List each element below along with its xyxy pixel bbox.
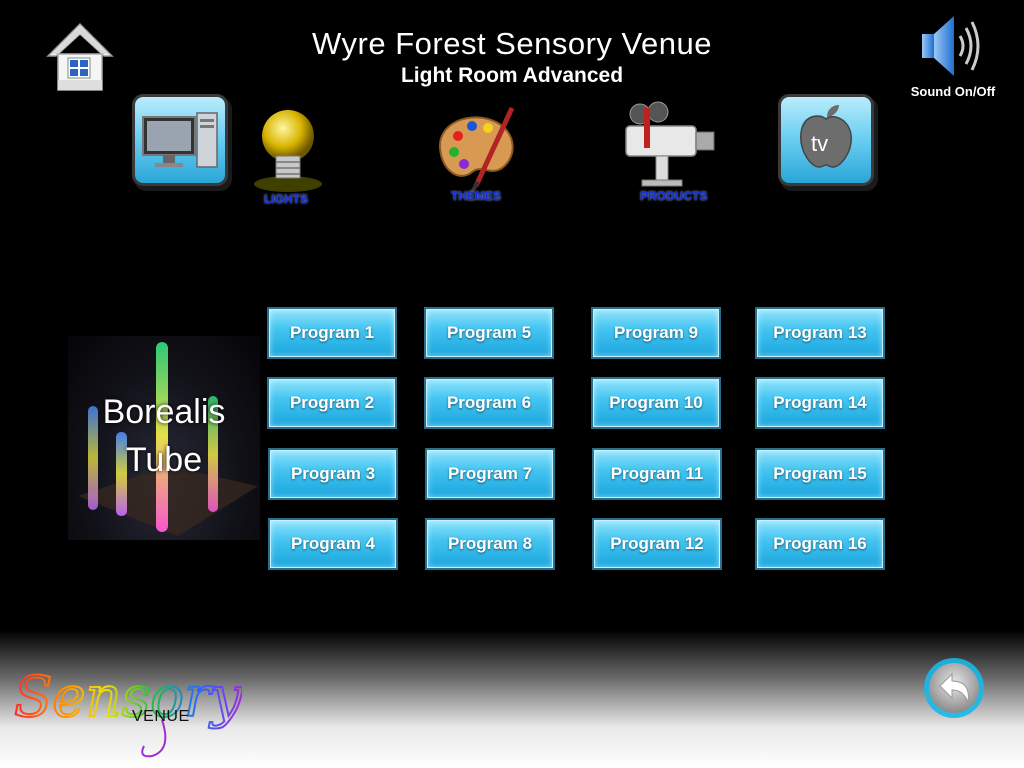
page-subtitle: Light Room Advanced — [400, 64, 624, 87]
home-icon — [46, 22, 114, 91]
program-11-button[interactable]: Program 11 — [594, 450, 720, 498]
products-button[interactable]: PRODUCTS — [618, 100, 722, 206]
logo-venue-text: VENUE — [132, 708, 190, 725]
program-3-button[interactable]: Program 3 — [270, 450, 396, 498]
program-6-button[interactable]: Program 6 — [426, 379, 552, 427]
computer-button[interactable] — [135, 97, 225, 183]
program-8-button[interactable]: Program 8 — [427, 520, 553, 568]
product-name-line1: Borealis — [102, 393, 226, 431]
program-14-button[interactable]: Program 14 — [757, 379, 883, 427]
back-button[interactable] — [922, 656, 986, 720]
logo-script-text: Sensory — [14, 665, 242, 730]
program-16-button[interactable]: Program 16 — [757, 520, 883, 568]
products-label: PRODUCTS — [640, 189, 708, 203]
footer-gradient — [0, 630, 1024, 768]
sound-toggle-button[interactable] — [918, 12, 982, 80]
tv-text: tv — [811, 131, 828, 156]
program-1-button[interactable]: Program 1 — [269, 309, 395, 357]
program-7-button[interactable]: Program 7 — [427, 450, 553, 498]
paint-palette-icon — [438, 106, 515, 194]
light-bulb-icon — [254, 110, 322, 192]
program-4-button[interactable]: Program 4 — [270, 520, 396, 568]
lights-label: LIGHTS — [264, 192, 308, 206]
lights-button[interactable]: LIGHTS — [250, 106, 326, 206]
sensory-script-logo: Sensory — [13, 664, 245, 758]
program-9-button[interactable]: Program 9 — [593, 309, 719, 357]
program-13-button[interactable]: Program 13 — [757, 309, 883, 357]
borealis-tube-illustration — [78, 342, 258, 536]
program-15-button[interactable]: Program 15 — [757, 450, 883, 498]
themes-button[interactable]: THEMES — [432, 104, 522, 204]
computer-icon — [142, 112, 218, 168]
product-image: Borealis Tube — [68, 336, 260, 540]
sensory-venue-logo: Sensory — [12, 650, 245, 762]
back-arrow-icon — [924, 658, 984, 718]
program-10-button[interactable]: Program 10 — [593, 379, 719, 427]
home-button[interactable] — [46, 22, 114, 92]
product-name-line2: Tube — [125, 441, 203, 479]
projector-icon — [625, 101, 715, 187]
program-5-button[interactable]: Program 5 — [426, 309, 552, 357]
themes-label: THEMES — [451, 189, 502, 203]
page-title: Wyre Forest Sensory Venue — [312, 26, 712, 61]
sound-label: Sound On/Off — [910, 84, 996, 99]
program-2-button[interactable]: Program 2 — [269, 379, 395, 427]
program-12-button[interactable]: Program 12 — [594, 520, 720, 568]
speaker-icon — [922, 16, 980, 76]
apple-tv-icon: tv — [800, 105, 852, 168]
apple-tv-button[interactable]: tv — [781, 97, 871, 183]
